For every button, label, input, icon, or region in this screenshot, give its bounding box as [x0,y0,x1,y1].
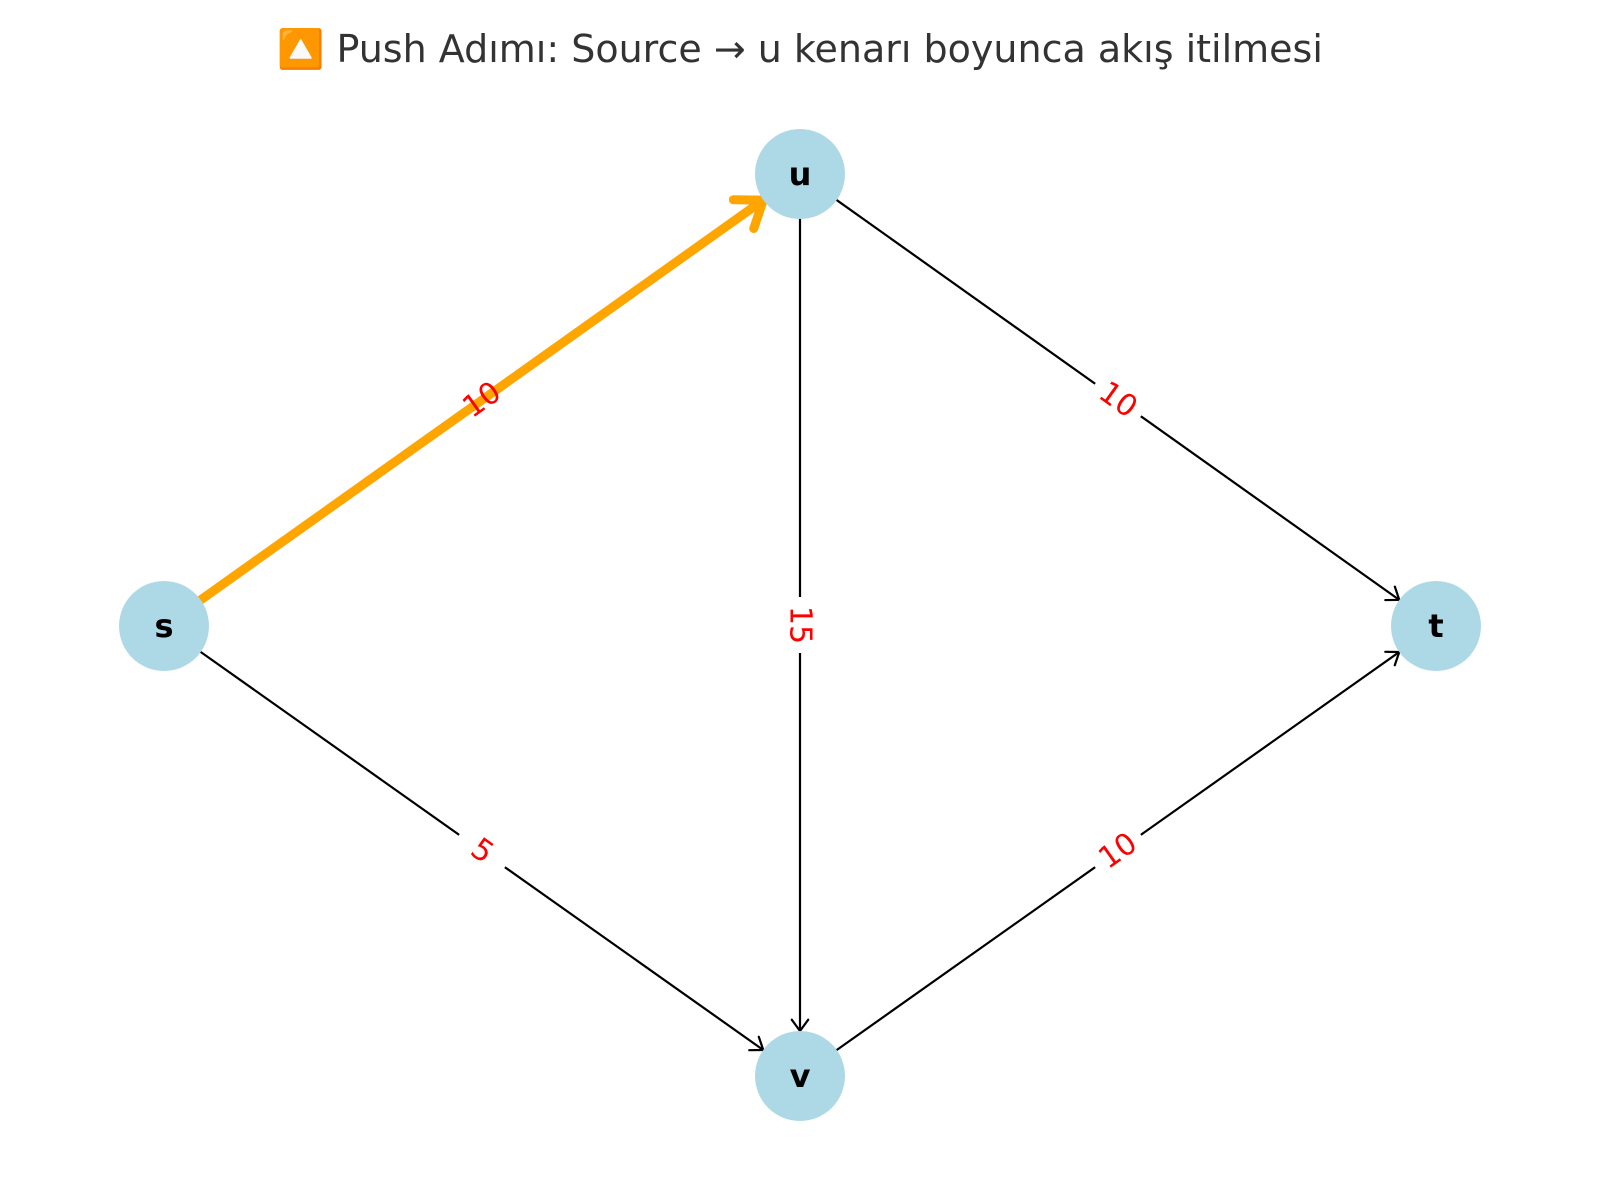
edge-line [196,196,767,605]
edge-capacity-label: 10 [1083,818,1153,884]
edge-label-background [780,597,820,653]
node-t: t [1391,581,1481,671]
node-circle [119,581,209,671]
node-label: u [789,155,812,193]
diagram-title: 🔼 Push Adımı: Source → u kenarı boyunca … [277,27,1323,71]
node-label: t [1428,607,1443,645]
node-u: u [755,129,845,219]
edge-capacity-label: 10 [1083,367,1153,433]
edge-capacity-label: 15 [780,597,820,653]
edge-label-background [1083,367,1153,433]
node-label: s [154,607,173,645]
node-v: v [755,1031,845,1121]
edge-capacity-text: 15 [783,606,818,644]
nodes-layer: s u t v [119,129,1481,1121]
node-label: v [790,1057,811,1095]
edge-arrowhead [1384,585,1401,602]
edge-arrowhead [748,1035,765,1052]
node-circle [755,129,845,219]
edge-capacity-label: 5 [447,818,517,884]
edge-arrowhead [1384,650,1401,667]
edge-label-background [1083,818,1153,884]
edge-label-background [447,818,517,884]
node-s: s [119,581,209,671]
node-circle [1391,581,1481,671]
node-circle [755,1031,845,1121]
